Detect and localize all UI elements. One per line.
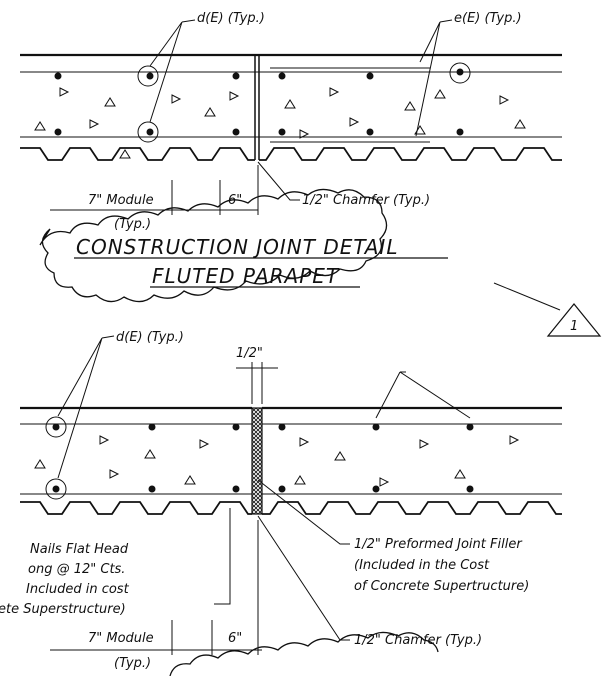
module-typ-label-2: (Typ.) — [114, 656, 151, 671]
fluted-bottom-edge-2 — [20, 501, 562, 515]
title-cloud-2-partial — [169, 631, 439, 676]
nails-note-line-1: Nails Flat Head — [30, 542, 129, 557]
filler-note-line-2: (Included in the Cost — [354, 558, 490, 573]
six-inch-label-2: 6" — [228, 631, 242, 646]
nails-note-line-3: Included in cost — [26, 582, 130, 597]
six-inch-label: 6" — [228, 193, 242, 208]
chamfer-label-2: 1/2" Chamfer (Typ.) — [354, 633, 482, 648]
callout-d-label-2: d(E) (Typ.) — [116, 330, 184, 345]
joint-filler — [251, 407, 263, 515]
half-inch-label: 1/2" — [236, 346, 263, 361]
leader-lines — [415, 19, 453, 137]
module-label-2: 7" Module — [88, 631, 154, 646]
fluted-bottom-edge — [20, 147, 562, 161]
leader-lines — [149, 19, 196, 123]
revision-triangle — [546, 303, 602, 337]
callout-circle — [137, 121, 159, 143]
dimension-lines — [50, 165, 259, 215]
chamfer-leader — [257, 161, 300, 201]
module-label: 7" Module — [88, 193, 154, 208]
detail-2-section: d(E) (Typ.) 1/2" Nails Flat Head ong @ 1… — [0, 330, 562, 671]
chamfer-label: 1/2" Chamfer (Typ.) — [302, 193, 430, 208]
title-cloud-1: CONSTRUCTION JOINT DETAIL FLUTED PARAPET… — [39, 188, 602, 337]
aggregate-symbols — [34, 87, 526, 159]
callout-d-label: d(E) (Typ.) — [197, 11, 265, 26]
callout-e-label: e(E) (Typ.) — [454, 11, 522, 26]
title-line-1: CONSTRUCTION JOINT DETAIL — [76, 235, 398, 259]
aggregate-symbols-2 — [34, 435, 520, 487]
revision-number: 1 — [570, 319, 578, 334]
filler-note-line-3: of Concrete Supertructure) — [354, 579, 529, 594]
title-line-2: FLUTED PARAPET — [152, 264, 340, 288]
rebar-dots-detail-2 — [52, 423, 474, 493]
nails-note-line-4: ete Superstructure) — [0, 602, 126, 617]
nails-note-line-2: ong @ 12" Cts. — [28, 562, 125, 577]
callout-circle — [137, 65, 159, 87]
rebar-dots-detail-1 — [54, 68, 464, 136]
detail-1-section: d(E) (Typ.) e(E) (Typ.) 7" Module (Typ.)… — [20, 11, 562, 232]
filler-note-line-1: 1/2" Preformed Joint Filler — [354, 537, 523, 552]
module-typ-label: (Typ.) — [114, 217, 151, 232]
callout-circle — [449, 62, 471, 84]
